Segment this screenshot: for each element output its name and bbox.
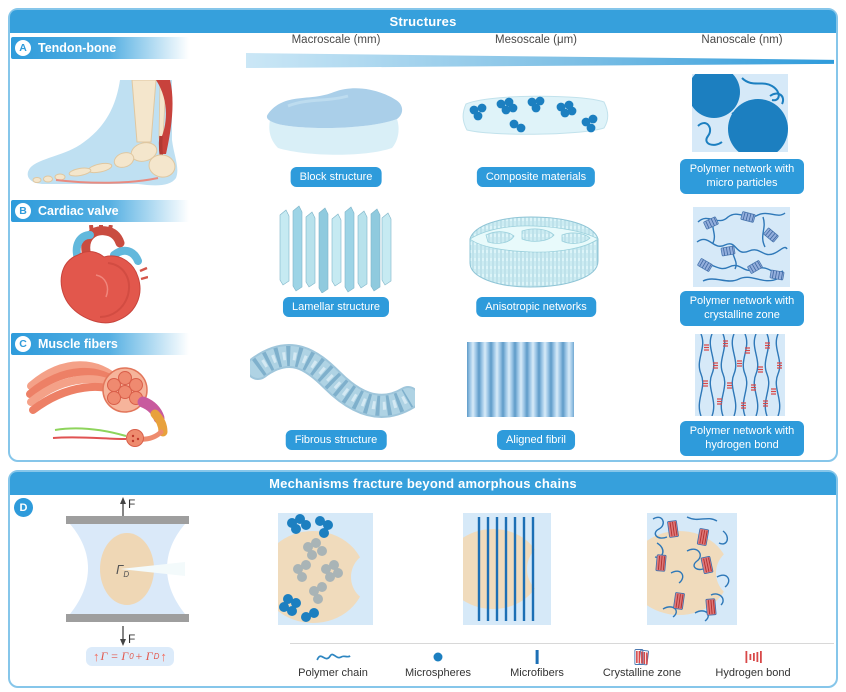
crack-zone-symbol: Γ	[116, 562, 124, 577]
label-lamellar-structure: Lamellar structure	[282, 297, 390, 318]
row-badge-d: D	[14, 498, 33, 517]
column-header-nanoscale: Nanoscale (nm)	[701, 34, 783, 46]
composite-materials-image	[458, 86, 612, 138]
anisotropic-networks-image	[456, 205, 606, 291]
fibrous-structure-image	[250, 342, 415, 420]
polymer-chain-icon	[313, 648, 353, 666]
row-badge-b: B	[15, 203, 31, 219]
force-top-label: F	[128, 497, 135, 511]
legend-microspheres: Microspheres	[405, 648, 471, 679]
legend-hydrogen-bond: Hydrogen bond	[715, 648, 791, 679]
label-polymer-hydrogen: Polymer network with hydrogen bond	[680, 421, 804, 456]
lamellar-structure-image	[272, 203, 392, 293]
legend-polymer-chain: Polymer chain	[298, 648, 368, 679]
aligned-fibril-image	[467, 342, 574, 417]
mechanisms-panel-title: Mechanisms fracture beyond amorphous cha…	[10, 472, 836, 495]
crystalline-zone-icon	[622, 648, 662, 666]
row-label-tendon-bone: A Tendon-bone	[11, 37, 189, 59]
mechanism-microspheres-image	[278, 513, 373, 625]
microspheres-icon	[418, 648, 458, 666]
label-aligned-fibril: Aligned fibril	[497, 430, 575, 451]
label-fibrous-structure: Fibrous structure	[285, 430, 387, 451]
block-structure-image	[258, 72, 410, 158]
row-label-muscle-fibers: C Muscle fibers	[11, 333, 189, 355]
legend-divider	[290, 643, 834, 644]
legend-crystalline-zone: Crystalline zone	[603, 648, 681, 679]
column-header-macroscale: Macroscale (mm)	[291, 34, 381, 46]
up-arrow-icon: ↑	[93, 649, 100, 664]
polymer-hydrogen-network-image	[695, 334, 785, 416]
column-header-mesoscale: Mesoscale (μm)	[494, 34, 578, 46]
muscle-fiber-illustration	[25, 352, 173, 447]
row-label-text: Muscle fibers	[38, 337, 118, 351]
row-label-text: Tendon-bone	[38, 41, 117, 55]
row-badge-a: A	[15, 40, 31, 56]
polymer-microparticles-image	[692, 74, 788, 152]
foot-tendon-illustration	[20, 80, 198, 190]
legend-microfibers: Microfibers	[510, 648, 564, 679]
label-polymer-microparticles: Polymer network with micro particles	[680, 159, 804, 194]
structures-panel-title: Structures	[10, 10, 836, 33]
svg-text:ΓD: ΓD	[116, 562, 129, 579]
row-label-text: Cardiac valve	[38, 204, 119, 218]
fracture-specimen-illustration: F ΓD F	[60, 494, 195, 654]
crack-zone-subscript: D	[123, 570, 129, 579]
label-composite-materials: Composite materials	[476, 167, 596, 188]
row-badge-c: C	[15, 336, 31, 352]
up-arrow-icon: ↑	[160, 649, 167, 664]
label-polymer-crystalline: Polymer network with crystalline zone	[680, 291, 804, 326]
label-anisotropic-networks: Anisotropic networks	[476, 297, 596, 318]
microfibers-icon	[517, 648, 557, 666]
label-block-structure: Block structure	[290, 167, 382, 188]
force-bottom-label: F	[128, 632, 135, 646]
row-label-cardiac-valve: B Cardiac valve	[11, 200, 189, 222]
mechanism-crystalline-hbond-image	[647, 513, 737, 625]
heart-illustration	[48, 225, 148, 328]
mechanism-microfibers-image	[463, 513, 551, 625]
polymer-crystalline-network-image	[693, 207, 790, 287]
hydrogen-bond-icon	[733, 648, 773, 666]
